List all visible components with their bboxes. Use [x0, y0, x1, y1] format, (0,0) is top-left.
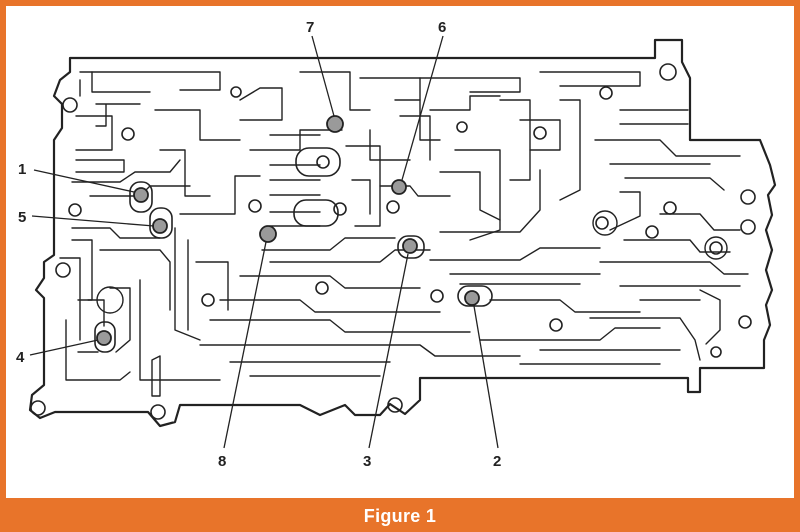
mounting-holes — [30, 63, 756, 420]
check-ball-3 — [402, 238, 418, 254]
channels-right — [499, 71, 749, 365]
callout-1: 1 — [18, 161, 26, 178]
valve-body-diagram: 1 5 4 7 6 8 3 2 — [16, 19, 777, 470]
callout-7: 7 — [306, 19, 314, 36]
callout-3: 3 — [363, 453, 371, 470]
plate-outline — [28, 38, 777, 428]
check-ball-8 — [259, 225, 277, 243]
check-ball-5 — [152, 218, 168, 234]
check-ball-4 — [96, 330, 112, 346]
check-ball-2 — [464, 290, 480, 306]
callout-8: 8 — [218, 453, 226, 470]
callout-2: 2 — [493, 453, 501, 470]
figure-caption: Figure 1 — [363, 505, 437, 526]
check-ball-6 — [391, 179, 407, 195]
caption-bar: Figure 1 — [0, 500, 800, 532]
check-ball-1 — [133, 187, 149, 203]
channels-left — [59, 71, 261, 397]
figure-panel — [6, 6, 794, 498]
bolt-holes — [68, 86, 752, 332]
channels-center — [199, 71, 661, 377]
leader-lines — [29, 35, 499, 449]
check-balls — [96, 115, 480, 346]
valve-bores — [94, 147, 493, 353]
callout-labels: 1 5 4 7 6 8 3 2 — [16, 19, 501, 470]
check-ball-7 — [326, 115, 344, 133]
callout-5: 5 — [18, 209, 26, 226]
callout-6: 6 — [438, 19, 446, 36]
callout-4: 4 — [16, 349, 25, 366]
